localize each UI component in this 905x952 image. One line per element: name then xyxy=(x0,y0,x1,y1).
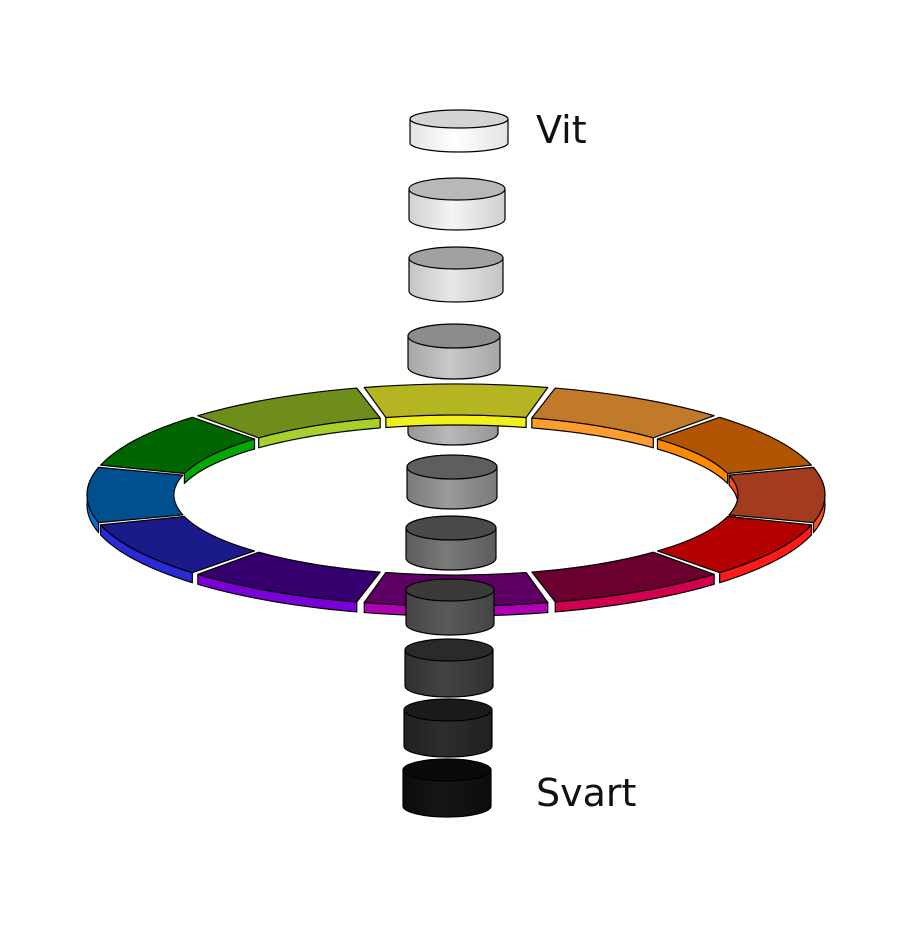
gray-disc-top xyxy=(406,454,498,480)
gray-disc-side xyxy=(403,709,493,758)
label-black: Svart xyxy=(536,771,636,815)
hue-segment-top xyxy=(86,466,184,524)
gray-disc-top xyxy=(408,177,506,201)
gray-disc xyxy=(402,758,492,818)
gray-scale-front xyxy=(402,578,495,818)
hue-segment-top xyxy=(531,387,715,439)
hue-segment xyxy=(531,551,715,613)
gray-disc xyxy=(405,515,497,571)
gray-disc-top xyxy=(408,246,504,270)
gray-disc-top xyxy=(402,758,492,782)
gray-disc xyxy=(406,454,498,510)
gray-disc-side xyxy=(408,188,506,231)
gray-disc-top xyxy=(405,578,495,602)
hue-segment-top xyxy=(531,551,715,603)
gray-scale-back xyxy=(405,109,509,571)
gray-disc-side xyxy=(402,769,492,818)
hue-segment xyxy=(99,416,256,485)
gray-disc xyxy=(408,177,506,231)
gray-disc-side xyxy=(405,589,495,636)
gray-disc-top xyxy=(407,323,501,349)
hue-segment xyxy=(99,515,256,584)
gray-disc-top xyxy=(403,698,493,722)
hue-segment-top xyxy=(728,466,826,524)
hue-segment xyxy=(656,515,813,584)
gray-disc-side xyxy=(408,257,504,303)
gray-disc-top xyxy=(405,515,497,541)
hue-segment xyxy=(86,466,184,534)
gray-disc xyxy=(404,638,494,698)
hue-segment-top xyxy=(197,387,381,439)
gray-disc xyxy=(409,109,509,153)
gray-disc xyxy=(407,323,501,380)
hue-segment xyxy=(197,551,381,613)
gray-disc xyxy=(408,246,504,303)
gray-disc-top xyxy=(404,638,494,662)
gray-disc xyxy=(405,578,495,636)
hue-segment xyxy=(197,387,381,449)
gray-disc xyxy=(403,698,493,758)
label-white: Vit xyxy=(536,108,587,152)
hue-segment xyxy=(728,466,826,534)
hue-segment-top xyxy=(656,416,813,475)
gray-disc-side xyxy=(404,649,494,698)
hue-segment-top xyxy=(656,515,813,574)
hue-segment xyxy=(531,387,715,449)
gray-disc-top xyxy=(409,109,509,129)
hue-segment xyxy=(363,383,549,429)
hue-segment-top xyxy=(197,551,381,603)
hue-segment xyxy=(656,416,813,485)
hue-segment-top xyxy=(99,416,256,475)
hue-segment-top xyxy=(99,515,256,574)
hue-segment-top xyxy=(363,383,549,419)
